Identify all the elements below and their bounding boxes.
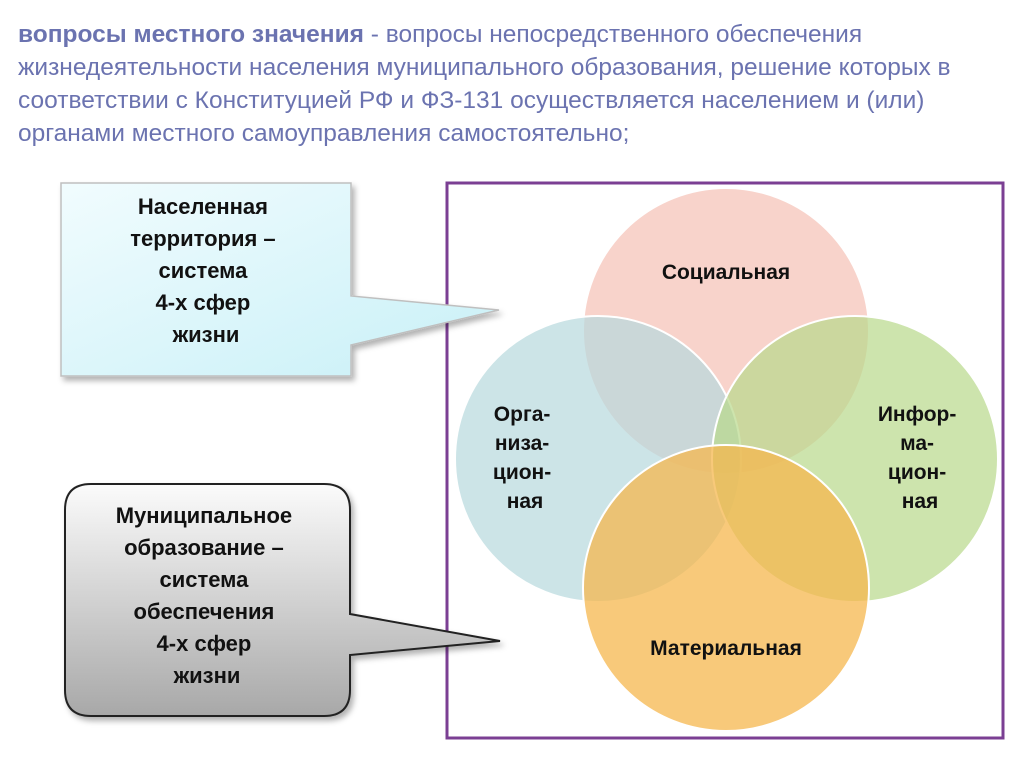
spheres-group: [454, 187, 999, 732]
top-callout-line: система: [158, 258, 248, 283]
informational-line: цион-: [888, 461, 946, 484]
organizational-line: Орга-: [494, 403, 551, 426]
top-callout-text: Населенная территория – система 4-х сфер…: [130, 194, 282, 347]
informational-line: Инфор-: [878, 403, 957, 426]
material-sphere-label: Материальная: [650, 637, 802, 660]
top-callout-shape: [60, 182, 500, 377]
definition-header: вопросы местного значения - вопросы непо…: [18, 18, 1008, 150]
social-sphere-label: Социальная: [662, 261, 790, 284]
informational-line: ма-: [900, 432, 934, 455]
bottom-callout-line: система: [159, 567, 249, 592]
material-line: Материальная: [650, 637, 802, 660]
material-sphere-circle: [582, 444, 870, 732]
top-callout-line: 4-х сфер: [156, 290, 251, 315]
top-callout-line: жизни: [172, 322, 240, 347]
top-callout-line: Населенная: [138, 194, 268, 219]
organizational-sphere-label: Орга- низа- цион- ная: [493, 403, 557, 513]
organizational-line: низа-: [495, 432, 549, 455]
organizational-line: ная: [507, 490, 544, 513]
organizational-line: цион-: [493, 461, 551, 484]
bottom-callout-shape: [64, 483, 501, 717]
bottom-callout-line: обеспечения: [134, 599, 275, 624]
header-definition: - вопросы непосредственного обеспечения …: [18, 21, 951, 147]
bottom-callout-text: Муниципальное образование – система обес…: [116, 503, 299, 688]
bottom-callout-line: жизни: [173, 663, 241, 688]
bottom-callout-line: 4-х сфер: [157, 631, 252, 656]
social-line: Социальная: [662, 261, 790, 284]
top-callout-line: территория –: [130, 226, 275, 251]
informational-sphere-label: Инфор- ма- цион- ная: [878, 403, 962, 513]
bottom-callout-line: образование –: [124, 535, 284, 560]
bottom-callout-line: Муниципальное: [116, 503, 292, 528]
header-term: вопросы местного значения: [18, 21, 364, 48]
informational-line: ная: [902, 490, 939, 513]
